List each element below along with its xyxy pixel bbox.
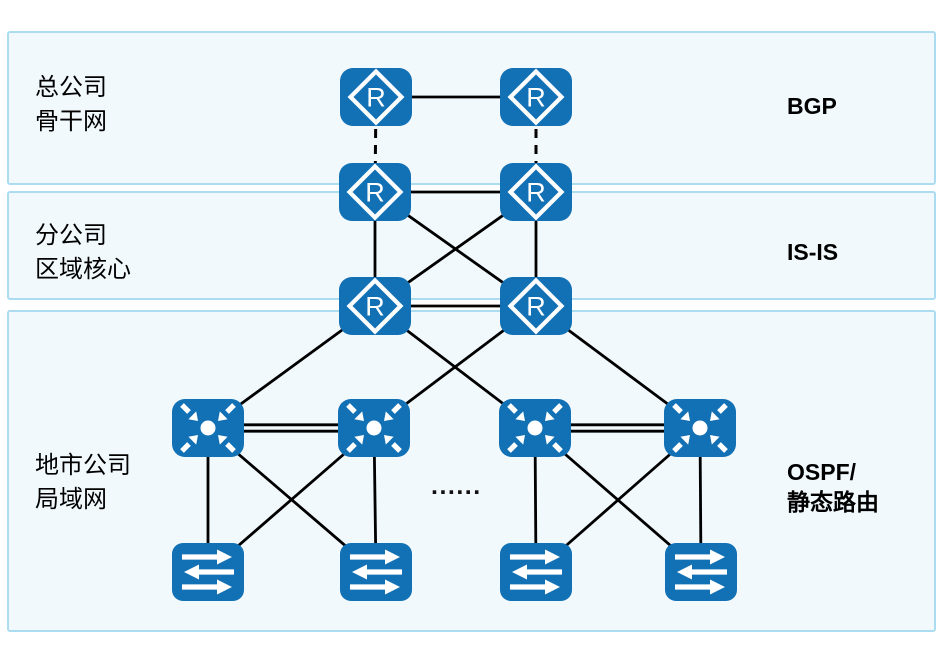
svg-text:R: R <box>526 83 546 113</box>
l2-switch-icon <box>665 543 737 601</box>
label-backbone-line1: 总公司 <box>35 74 107 101</box>
label-regional-core: 分公司区域核心 <box>35 219 131 287</box>
lan-switch-icon <box>664 399 736 457</box>
protocol-ospf-line1: OSPF/ <box>787 459 857 485</box>
lan-switch-icon <box>338 399 410 457</box>
svg-text:R: R <box>365 178 385 208</box>
label-regional-line1: 分公司 <box>35 222 107 249</box>
svg-text:R: R <box>365 292 385 322</box>
router-icon: R <box>339 277 411 335</box>
label-regional-line2: 区域核心 <box>35 256 131 283</box>
band-backbone <box>7 31 936 185</box>
router-icon: R <box>500 68 572 126</box>
label-backbone-line2: 骨干网 <box>35 108 107 135</box>
router-icon: R <box>500 163 572 221</box>
protocol-ospf-line2: 静态路由 <box>787 489 879 515</box>
label-backbone: 总公司骨干网 <box>35 71 107 139</box>
continuation-dots: ...... <box>431 472 482 500</box>
protocol-ospf-static: OSPF/静态路由 <box>787 457 879 517</box>
svg-text:R: R <box>366 83 386 113</box>
lan-switch-icon <box>172 399 244 457</box>
label-city-lan: 地市公司局域网 <box>35 449 131 517</box>
router-icon: R <box>500 277 572 335</box>
band-city-lan <box>7 310 936 632</box>
svg-text:R: R <box>526 292 546 322</box>
svg-text:R: R <box>526 178 546 208</box>
l2-switch-icon <box>340 543 412 601</box>
protocol-bgp-text: BGP <box>787 93 837 119</box>
router-icon: R <box>339 163 411 221</box>
protocol-isis: IS-IS <box>787 237 838 267</box>
band-regional-core <box>7 191 936 300</box>
router-icon: R <box>340 68 412 126</box>
lan-switch-icon <box>499 399 571 457</box>
l2-switch-icon <box>172 543 244 601</box>
label-city-line2: 局域网 <box>35 486 107 513</box>
l2-switch-icon <box>500 543 572 601</box>
protocol-isis-text: IS-IS <box>787 239 839 265</box>
protocol-bgp: BGP <box>787 91 837 121</box>
label-city-line1: 地市公司 <box>35 452 131 479</box>
